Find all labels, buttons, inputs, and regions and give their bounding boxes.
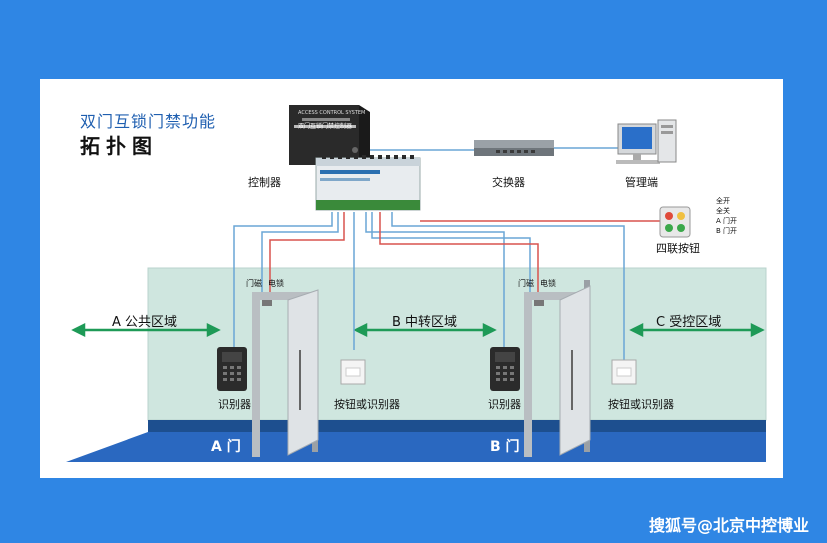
zone-arrow-c bbox=[629, 322, 765, 338]
controller-label: 控制器 bbox=[248, 176, 281, 189]
controller-device bbox=[289, 105, 421, 211]
four-button-options: 全开 全关 A 门开 B 门开 bbox=[716, 196, 737, 236]
door-b bbox=[524, 280, 591, 457]
zone-arrow-b bbox=[353, 322, 497, 338]
exit-button-b-label: 按钮或识别器 bbox=[608, 398, 674, 411]
option-b-open: B 门开 bbox=[716, 227, 738, 235]
wires-door-a bbox=[233, 212, 355, 350]
exit-button-a-label: 按钮或识别器 bbox=[334, 398, 400, 411]
diagram-subtitle: 拓扑图 bbox=[80, 134, 158, 158]
four-button-panel bbox=[659, 206, 691, 238]
zone-arrow-a bbox=[71, 322, 221, 338]
room-wall bbox=[147, 267, 767, 421]
exit-button-b bbox=[611, 359, 637, 385]
door-b-label: B 门 bbox=[490, 439, 520, 455]
reader-a bbox=[217, 347, 247, 391]
option-all-open: 全开 bbox=[716, 197, 730, 205]
option-a-open: A 门开 bbox=[716, 217, 738, 225]
watermark: 搜狐号@北京中控博业 bbox=[648, 516, 809, 535]
management-label: 管理端 bbox=[625, 176, 658, 189]
controller-box-main-text: 双门互锁门禁控制器 bbox=[298, 123, 353, 130]
door-b-magnet-tag: 门磁 bbox=[518, 279, 534, 288]
management-pc bbox=[616, 119, 677, 164]
switch-label: 交换器 bbox=[492, 176, 525, 189]
door-a-label: A 门 bbox=[211, 439, 241, 455]
exit-button-a bbox=[340, 359, 366, 385]
reader-b bbox=[490, 347, 520, 391]
wires-door-b bbox=[365, 212, 625, 360]
option-all-close: 全关 bbox=[716, 207, 730, 215]
floor bbox=[66, 432, 766, 462]
door-a-magnet-tag: 门磁 bbox=[246, 279, 262, 288]
reader-b-label: 识别器 bbox=[488, 398, 521, 411]
door-a bbox=[252, 289, 319, 457]
zone-b-label: B 中转区域 bbox=[392, 315, 458, 330]
network-switch bbox=[474, 140, 554, 156]
door-a-lock-tag: 电锁 bbox=[268, 279, 284, 288]
zone-a-label: A 公共区域 bbox=[112, 315, 178, 330]
diagram-title: 双门互锁门禁功能 bbox=[80, 112, 217, 131]
controller-box-small-text: ACCESS CONTROL SYSTEM bbox=[298, 110, 366, 116]
four-button-label: 四联按钮 bbox=[656, 242, 700, 255]
baseboard bbox=[148, 420, 766, 432]
zone-c-label: C 受控区域 bbox=[656, 315, 722, 330]
reader-a-label: 识别器 bbox=[218, 398, 251, 411]
door-b-lock-tag: 电锁 bbox=[540, 279, 556, 288]
